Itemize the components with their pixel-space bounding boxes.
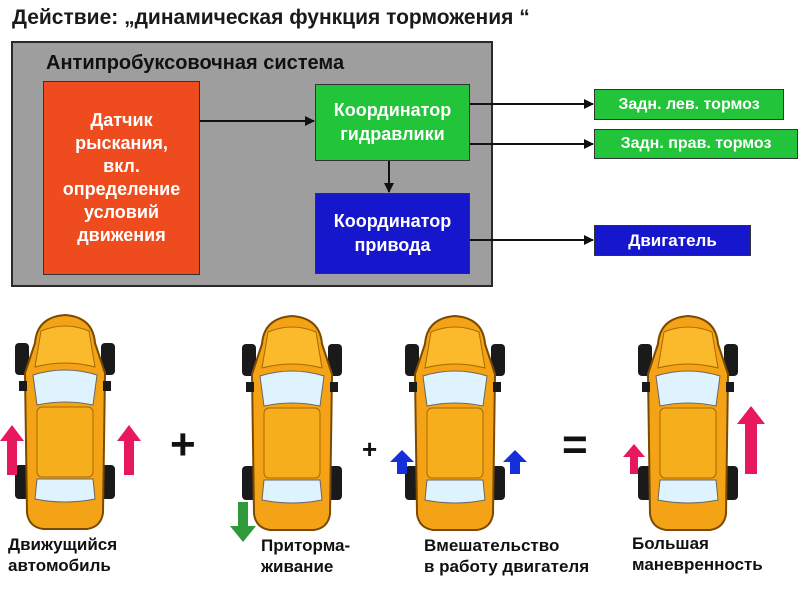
caption-line: Движущийся xyxy=(8,535,118,554)
sensor-line: вкл. xyxy=(103,155,140,176)
hydraulics-line: гидравлики xyxy=(340,123,445,144)
arrow-up-icon xyxy=(390,450,414,474)
equals-operator: = xyxy=(562,420,588,469)
arrow-up-icon xyxy=(623,444,645,474)
caption-line: Большая xyxy=(632,534,709,553)
sensor-line: определение xyxy=(62,179,181,199)
caption-line: живание xyxy=(261,557,334,577)
arrow-down-icon xyxy=(230,502,256,542)
arrow-up-icon xyxy=(117,425,141,475)
caption-moving-vehicle: Движущийся автомобиль xyxy=(8,534,117,577)
drive-line: привода xyxy=(354,234,431,255)
caption-line: Приторма- xyxy=(261,536,351,555)
car-top-view-icon xyxy=(638,315,738,531)
page-title: Действие: „динамическая функция торможен… xyxy=(12,6,530,29)
panel-title: Антипробуксовочная система xyxy=(46,52,345,74)
car-top-view-icon xyxy=(405,315,505,531)
hydraulics-coordinator-box: Координатор гидравлики xyxy=(315,84,470,161)
engine-box: Двигатель xyxy=(594,225,751,256)
arrow-up-icon xyxy=(0,425,24,475)
yaw-sensor-box: Датчик рыскания, вкл. определение услови… xyxy=(43,81,200,275)
sensor-line: условий xyxy=(84,202,159,223)
car-top-view-icon xyxy=(242,315,342,531)
rear-left-brake-box: Задн. лев. тормоз xyxy=(594,89,784,120)
drive-coordinator-box: Координатор привода xyxy=(315,193,470,274)
rear-right-brake-box: Задн. прав. тормоз xyxy=(594,129,798,159)
arrow-up-icon xyxy=(503,450,527,474)
sensor-line: Датчик xyxy=(90,109,153,130)
caption-line: маневренность xyxy=(632,555,763,575)
caption-line: автомобиль xyxy=(8,556,111,576)
caption-line: в работу двигателя xyxy=(424,557,590,577)
sensor-line: движения xyxy=(77,225,166,246)
car-top-view-icon xyxy=(15,314,115,530)
plus-operator: + xyxy=(362,434,378,464)
caption-braking: Приторма- живание xyxy=(261,535,350,578)
caption-line: Вмешательство xyxy=(424,536,560,555)
caption-engine-intervention: Вмешательство в работу двигателя xyxy=(424,535,589,578)
drive-line: Координатор xyxy=(333,211,452,232)
arrow-up-icon xyxy=(737,406,765,474)
caption-maneuverability: Большая маневренность xyxy=(632,533,763,576)
hydraulics-line: Координатор xyxy=(333,100,452,121)
sensor-line: рыскания, xyxy=(75,132,168,153)
plus-operator: + xyxy=(170,420,196,469)
